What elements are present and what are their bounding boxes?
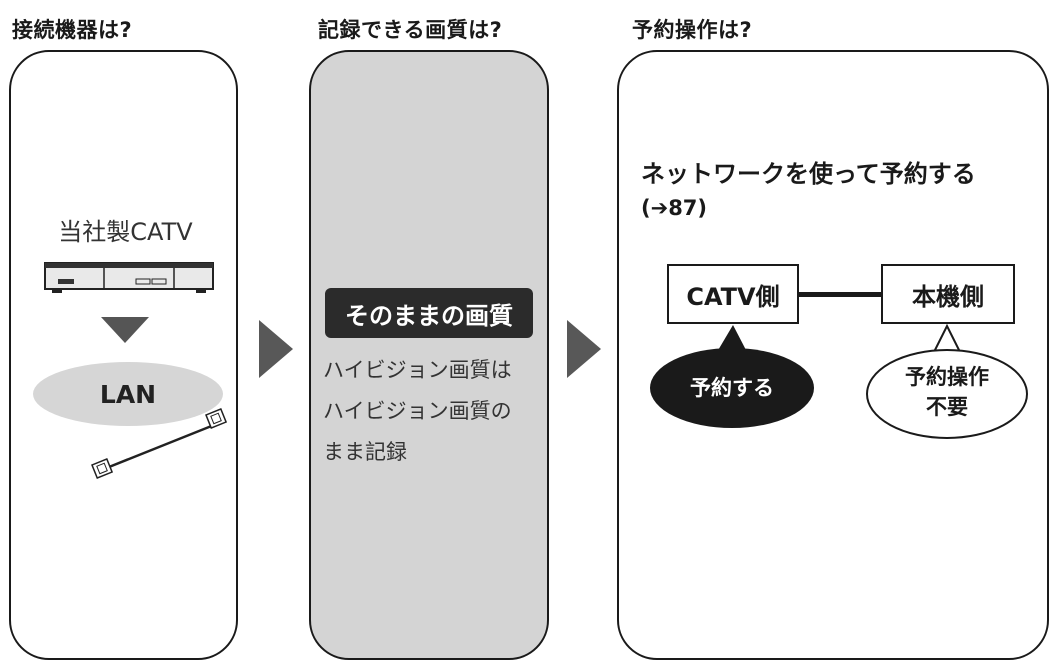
flow-arrow-icon (567, 320, 601, 378)
network-reservation-title: ネットワークを使って予約する (641, 160, 976, 188)
quality-badge: そのままの画質 (325, 288, 533, 338)
no-operation-bubble-line-1: 予約操作 (905, 365, 989, 389)
catv-box-icon (44, 262, 214, 293)
flow-arrow-icon (259, 320, 293, 378)
unit-side-box: 本機側 (881, 264, 1015, 324)
lan-label: LAN (99, 379, 157, 409)
no-operation-bubble-shape (866, 323, 1028, 439)
page-reference: (➔87) (641, 196, 708, 220)
panel-record-quality: そのままの画質 ハイビジョン画質は ハイビジョン画質の まま記録 (309, 50, 549, 660)
panel-reservation: ネットワークを使って予約する (➔87) CATV側 本機側 予約する 予約操作… (617, 50, 1049, 660)
heading-reservation: 予約操作は? (632, 18, 753, 42)
heading-record-quality: 記録できる画質は? (318, 18, 503, 42)
quality-description-line-2: ハイビジョン画質の (323, 399, 512, 423)
device-label: 当社製CATV (58, 218, 193, 246)
quality-description-line-3: まま記録 (323, 440, 407, 464)
lan-cable-icon (91, 408, 228, 479)
connector-line (799, 292, 881, 297)
lan-oval: LAN (33, 362, 223, 426)
catv-side-box: CATV側 (667, 264, 799, 324)
reserve-bubble-shape (650, 325, 814, 428)
reserve-bubble-label: 予約する (690, 376, 774, 400)
heading-connected-device: 接続機器は? (12, 18, 133, 42)
quality-description-line-1: ハイビジョン画質は (323, 358, 512, 382)
down-arrow-icon (101, 317, 149, 343)
panel-connected-device: 当社製CATV LAN (9, 50, 238, 660)
no-operation-bubble-line-2: 不要 (926, 395, 968, 419)
